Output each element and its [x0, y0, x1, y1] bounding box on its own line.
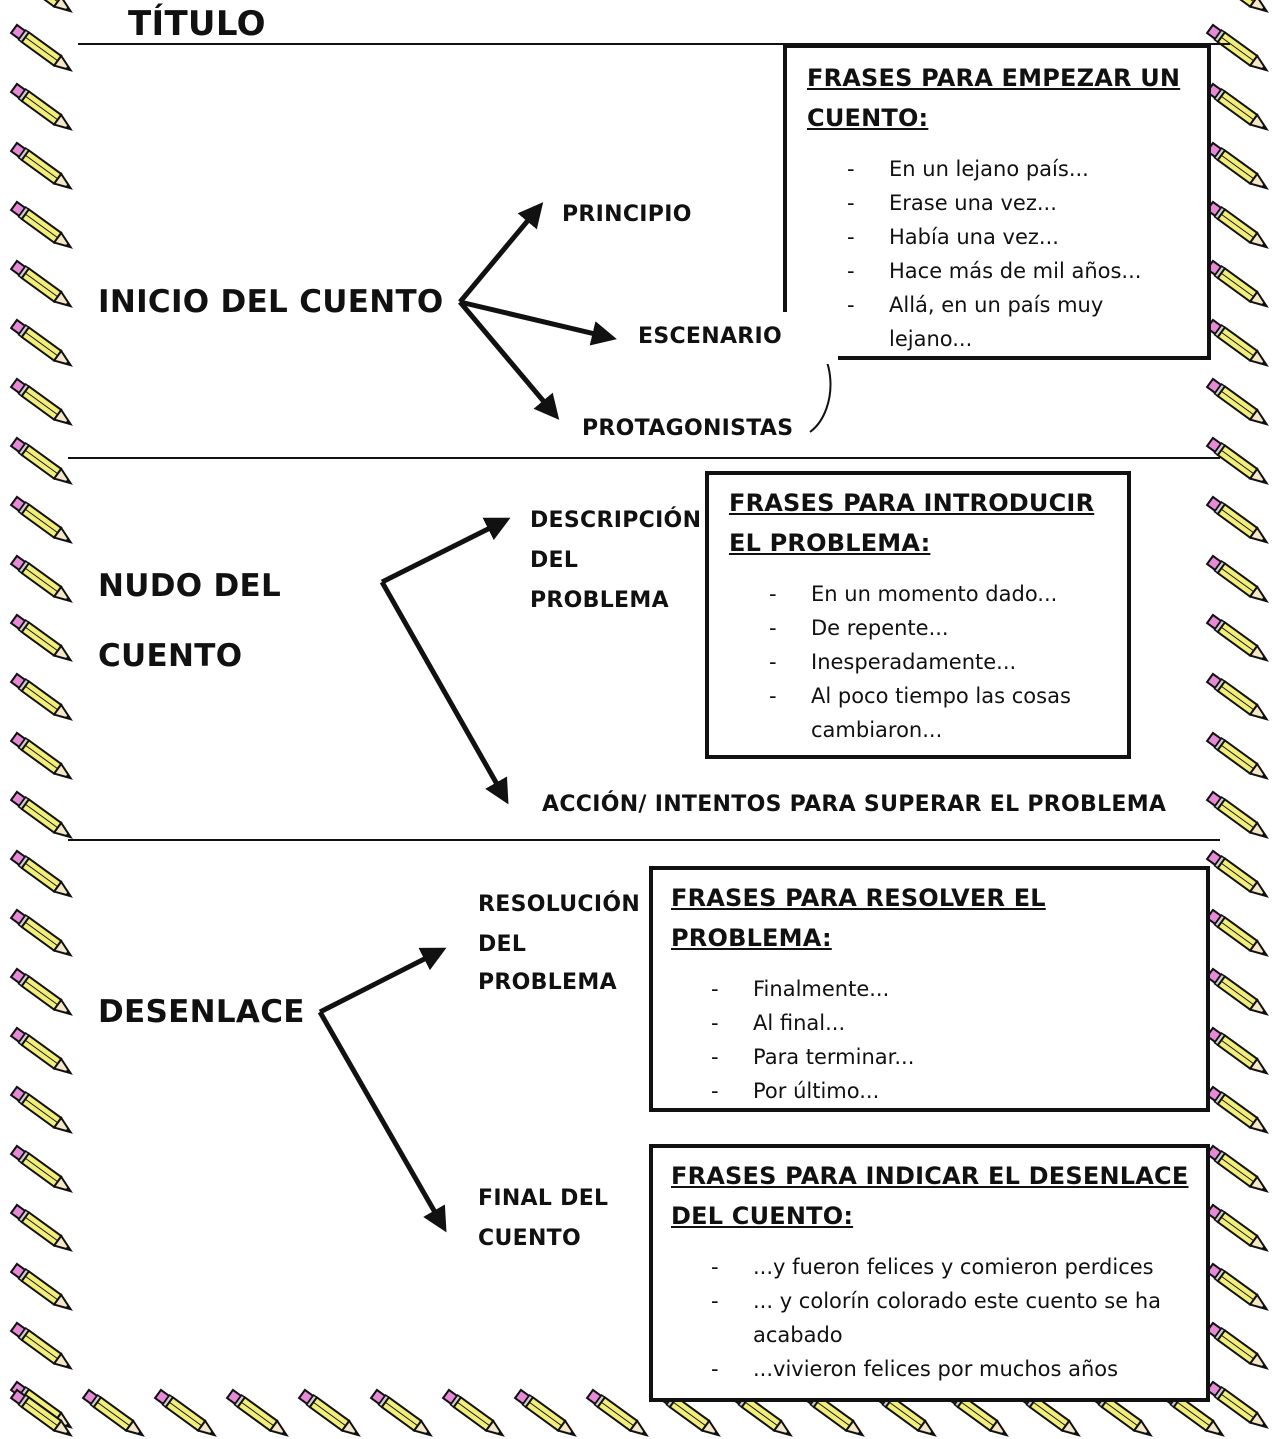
box-frases-empezar: FRASES PARA EMPEZAR UN CUENTO: En un lej…	[783, 44, 1211, 360]
list-item: Al final...	[671, 1006, 1192, 1040]
list-item: Finalmente...	[671, 972, 1192, 1006]
branch-escenario: ESCENARIO	[638, 324, 783, 349]
list-item: Por último...	[671, 1074, 1192, 1108]
list-item: Inesperadamente...	[729, 645, 1113, 679]
phrase-list: En un momento dado... De repente... Ines…	[729, 577, 1113, 747]
branch-descripcion-1: DESCRIPCIÓN	[530, 508, 702, 533]
list-item: Había una vez...	[807, 220, 1193, 254]
box-heading: FRASES PARA EMPEZAR UN CUENTO:	[807, 64, 1181, 132]
box-corner-cutout	[783, 312, 839, 364]
nudo-label-line1: NUDO DEL	[98, 568, 282, 604]
list-item: De repente...	[729, 611, 1113, 645]
branch-accion: ACCIÓN/ INTENTOS PARA SUPERAR EL PROBLEM…	[542, 792, 1167, 817]
box-corner-edge-v	[783, 44, 787, 312]
box-heading: FRASES PARA INTRODUCIR EL PROBLEMA:	[729, 489, 1095, 557]
box-frases-resolver: FRASES PARA RESOLVER EL PROBLEMA: Finalm…	[649, 866, 1210, 1112]
list-item: Al poco tiempo las cosas cambiaron...	[729, 679, 1113, 747]
arrow-protagonistas	[458, 300, 560, 420]
list-item: ... y colorín colorado este cuento se ha…	[671, 1284, 1192, 1352]
box-frases-desenlace: FRASES PARA INDICAR EL DESENLACE DEL CUE…	[649, 1144, 1210, 1402]
arrow-descripcion	[380, 517, 511, 585]
list-item: Allá, en un país muy lejano...	[807, 288, 1193, 356]
branch-final-1: FINAL DEL	[478, 1186, 609, 1211]
box-heading: FRASES PARA RESOLVER EL PROBLEMA:	[671, 884, 1046, 952]
branch-final-2: CUENTO	[478, 1226, 581, 1251]
arrow-accion	[379, 580, 509, 805]
branch-resolucion-2: DEL	[478, 932, 527, 957]
phrase-list: Finalmente... Al final... Para terminar.…	[671, 972, 1192, 1108]
branch-resolucion-3: PROBLEMA	[478, 970, 617, 995]
list-item: En un momento dado...	[729, 577, 1113, 611]
arrow-final	[317, 1010, 447, 1233]
list-item: Erase una vez...	[807, 186, 1193, 220]
phrase-list: En un lejano país... Erase una vez... Ha…	[807, 152, 1193, 356]
branch-protagonistas: PROTAGONISTAS	[582, 416, 794, 441]
phrase-list: ...y fueron felices y comieron perdices …	[671, 1250, 1192, 1386]
branch-descripcion-2: DEL	[530, 548, 579, 573]
box-frases-introducir: FRASES PARA INTRODUCIR EL PROBLEMA: En u…	[705, 471, 1131, 759]
branch-resolucion-1: RESOLUCIÓN	[478, 892, 641, 917]
list-item: Para terminar...	[671, 1040, 1192, 1074]
arrow-resolucion	[318, 947, 447, 1015]
list-item: Hace más de mil años...	[807, 254, 1193, 288]
nudo-label-line2: CUENTO	[98, 638, 243, 674]
branch-principio: PRINCIPIO	[562, 202, 692, 227]
page-title: TÍTULO	[128, 4, 266, 44]
list-item: ...y fueron felices y comieron perdices	[671, 1250, 1192, 1284]
box-heading: FRASES PARA INDICAR EL DESENLACE DEL CUE…	[671, 1162, 1189, 1230]
list-item: En un lejano país...	[807, 152, 1193, 186]
arrow-principio	[458, 202, 544, 304]
box-corner-edge	[838, 356, 1211, 360]
desenlace-label: DESENLACE	[98, 994, 305, 1030]
inicio-label: INICIO DEL CUENTO	[98, 284, 444, 320]
branch-descripcion-3: PROBLEMA	[530, 588, 669, 613]
arrow-escenario	[459, 299, 617, 346]
list-item: ...vivieron felices por muchos años	[671, 1352, 1192, 1386]
